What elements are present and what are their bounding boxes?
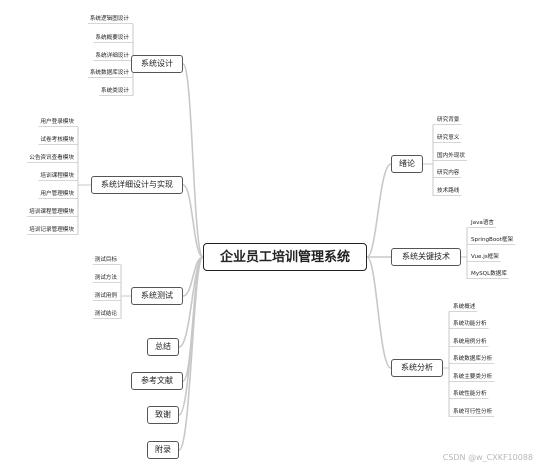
leaf-testing-3[interactable]: 测试用例 [94, 293, 117, 299]
branch-intro[interactable]: 绪论 [391, 155, 423, 173]
leaf-detail-4[interactable]: 培训课程模块 [40, 173, 74, 179]
connector-branch-detail-design [182, 184, 204, 258]
branch-detail-design[interactable]: 系统详细设计与实现 [91, 176, 183, 194]
connector-branch-analysis [366, 256, 392, 369]
watermark: CSDN @w_CXKF10088 [442, 453, 533, 462]
leaf-testing-2[interactable]: 测试方法 [94, 275, 117, 281]
leaf-detail-7[interactable]: 培训记录管理模块 [29, 227, 74, 233]
leaf-tech-2[interactable]: SpringBoot框架 [471, 237, 514, 243]
branch-system-design[interactable]: 系统设计 [131, 55, 183, 73]
branch-thanks[interactable]: 致谢 [147, 406, 179, 424]
branch-testing[interactable]: 系统测试 [131, 287, 183, 305]
leaf-analysis-3[interactable]: 系统用例分析 [453, 339, 487, 345]
leaf-detail-3[interactable]: 公告资讯查看模块 [29, 155, 74, 161]
connector-branch-intro [366, 163, 392, 258]
root-node[interactable]: 企业员工培训管理系统 [203, 243, 367, 271]
leaf-intro-1[interactable]: 研究背景 [437, 117, 460, 123]
leaf-system-design-2[interactable]: 系统概要设计 [95, 35, 129, 41]
leaf-tech-1[interactable]: Java语言 [471, 220, 495, 226]
leaf-tech-3[interactable]: Vue.js框架 [471, 254, 499, 260]
branch-appendix[interactable]: 附录 [147, 441, 179, 459]
leaf-intro-3[interactable]: 国内外现状 [437, 153, 465, 159]
leaf-analysis-7[interactable]: 系统可行性分析 [453, 409, 493, 415]
leaf-detail-5[interactable]: 用户管理模块 [40, 191, 74, 197]
branch-summary[interactable]: 总结 [147, 338, 179, 356]
leaf-detail-2[interactable]: 试卷考核模块 [40, 137, 74, 143]
leaf-detail-6[interactable]: 培训课程管理模块 [29, 209, 74, 215]
leaf-analysis-1[interactable]: 系统概述 [453, 304, 476, 310]
leaf-analysis-6[interactable]: 系统性能分析 [453, 391, 487, 397]
leaf-system-design-1[interactable]: 系统逻辑图设计 [89, 16, 129, 22]
leaf-intro-4[interactable]: 研究内容 [437, 170, 460, 176]
leaf-analysis-2[interactable]: 系统功能分析 [453, 321, 487, 327]
leaf-system-design-4[interactable]: 系统数据库设计 [89, 70, 129, 76]
leaf-tech-4[interactable]: MySQL数据库 [471, 271, 507, 277]
leaf-intro-2[interactable]: 研究意义 [437, 135, 460, 141]
leaf-system-design-5[interactable]: 系统类设计 [101, 88, 129, 94]
leaf-analysis-5[interactable]: 系统主要类分析 [453, 374, 493, 380]
connector-branch-appendix [178, 256, 204, 451]
connector-branch-system-design [182, 63, 204, 258]
branch-references[interactable]: 参考文献 [131, 372, 183, 390]
connector-branch-thanks [178, 256, 204, 416]
leaf-testing-1[interactable]: 测试目标 [94, 257, 117, 263]
leaf-intro-5[interactable]: 技术路线 [437, 188, 460, 194]
leaf-analysis-4[interactable]: 系统数据库分析 [453, 356, 493, 362]
leaf-system-design-3[interactable]: 系统详细设计 [95, 53, 129, 59]
branch-tech[interactable]: 系统关键技术 [391, 248, 461, 266]
branch-analysis[interactable]: 系统分析 [391, 359, 443, 377]
leaf-detail-1[interactable]: 用户登录模块 [40, 119, 74, 125]
leaf-testing-4[interactable]: 测试结论 [94, 311, 117, 317]
